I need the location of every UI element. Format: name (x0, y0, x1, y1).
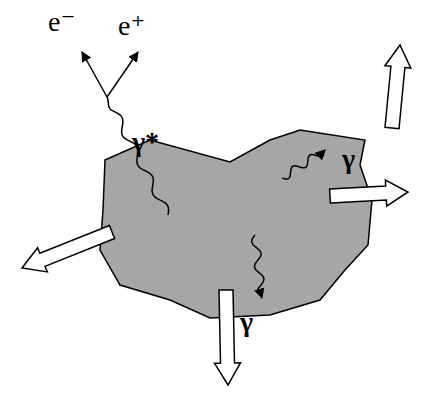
photon-line (107, 97, 169, 215)
expansion-arrow (385, 45, 411, 129)
photon-label: γ (342, 145, 355, 173)
fireball-blob (100, 130, 372, 318)
photon-line (252, 235, 264, 298)
expansion-arrow (22, 226, 115, 272)
expansion-arrow (215, 290, 241, 385)
photon-line (282, 150, 325, 179)
electron-track (82, 52, 107, 97)
virtual-photon-label: γ* (132, 128, 159, 156)
positron-label: e⁺ (118, 12, 145, 40)
positron-track (107, 52, 138, 97)
expansion-arrow (330, 180, 408, 206)
electron-label: e⁻ (48, 8, 75, 36)
photon-label: γ (240, 308, 253, 336)
